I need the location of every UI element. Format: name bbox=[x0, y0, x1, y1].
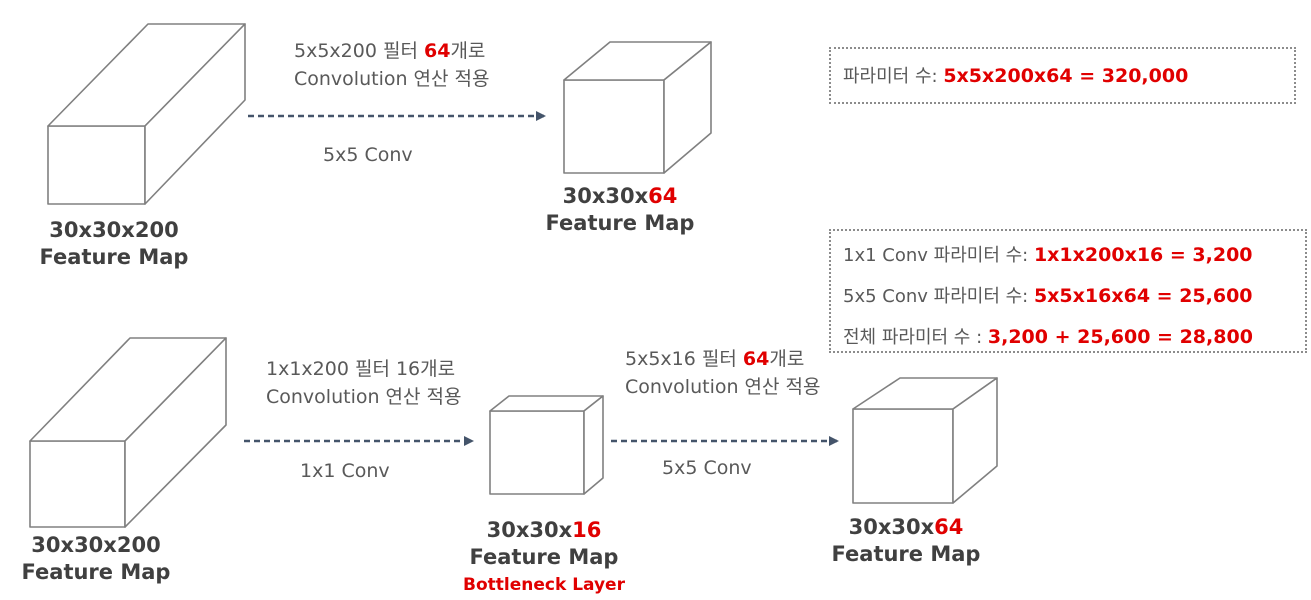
top-conv-label: 5x5 Conv bbox=[323, 144, 413, 166]
top-output-caption: 30x30x64 Feature Map bbox=[545, 184, 695, 235]
top-param-box: 파라미터 수: 5x5x200x64 = 320,000 bbox=[829, 47, 1296, 104]
bottleneck-layer-label: Bottleneck Layer bbox=[463, 575, 625, 595]
top-input-caption: 30x30x200 Feature Map bbox=[39, 218, 189, 269]
bottom-op2-label: 5x5x16 필터 64개로 Convolution 연산 적용 bbox=[625, 348, 821, 398]
top-input-cuboid bbox=[47, 23, 246, 205]
bottleneck-caption: 30x30x16 Feature Map bbox=[469, 518, 619, 569]
bottom-input-caption: 30x30x200 Feature Map bbox=[21, 533, 171, 584]
bottom-op1-label: 1x1x200 필터 16개로 Convolution 연산 적용 bbox=[266, 358, 462, 408]
top-output-cube bbox=[563, 41, 712, 174]
bottom-conv2-label: 5x5 Conv bbox=[662, 457, 752, 479]
bottleneck-cube bbox=[489, 395, 604, 495]
bottom-param-row-1x1: 1x1 Conv 파라미터 수: 1x1x200x16 = 3,200 bbox=[843, 244, 1253, 266]
bottom-param-box: 1x1 Conv 파라미터 수: 1x1x200x16 = 3,200 5x5 … bbox=[829, 229, 1307, 353]
top-param-row: 파라미터 수: 5x5x200x64 = 320,000 bbox=[843, 65, 1189, 87]
bottom-input-cuboid bbox=[29, 337, 227, 528]
bottom-output-caption: 30x30x64 Feature Map bbox=[831, 515, 981, 566]
bottom-conv1-label: 1x1 Conv bbox=[300, 460, 390, 482]
bottom-output-cube bbox=[852, 377, 998, 504]
top-op-label: 5x5x200 필터 64개로 Convolution 연산 적용 bbox=[294, 40, 490, 90]
bottom-param-row-total: 전체 파라미터 수 : 3,200 + 25,600 = 28,800 bbox=[843, 326, 1253, 348]
bottom-param-row-5x5: 5x5 Conv 파라미터 수: 5x5x16x64 = 25,600 bbox=[843, 285, 1253, 307]
